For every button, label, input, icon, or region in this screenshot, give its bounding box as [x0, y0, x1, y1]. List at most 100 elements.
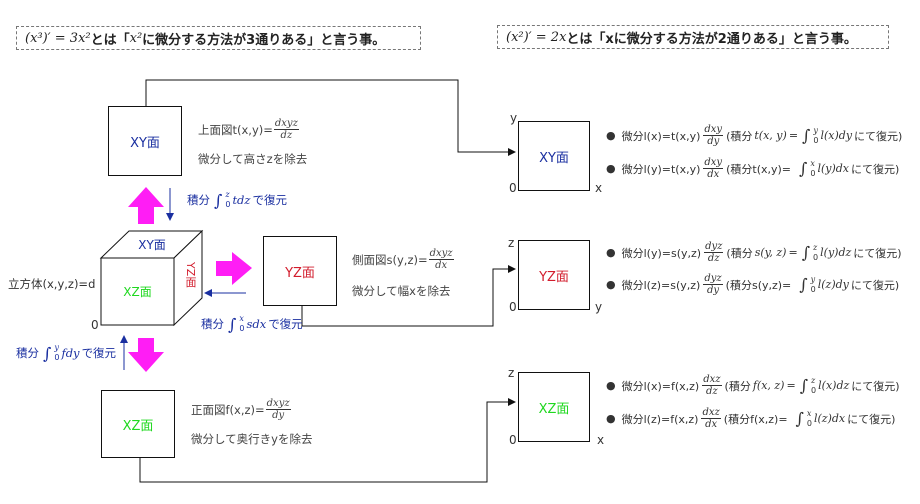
xy-remove: 微分して高さzを除去: [198, 152, 308, 166]
eq-den: dy: [706, 285, 720, 296]
eq-upper: x: [810, 158, 815, 168]
xz-integral-prefix: 積分: [16, 346, 39, 360]
cube-origin: 0: [91, 318, 99, 332]
eq-upper: z: [811, 375, 816, 385]
eq-diff: 微分l(y)=s(y,z): [621, 246, 702, 260]
header-left-math: (x³)′ = 3x²: [25, 30, 91, 46]
yz-integral-upper: x: [239, 314, 244, 323]
right-xz-axis-h: x: [597, 433, 605, 447]
right-yz-axis-v: z: [508, 236, 515, 250]
eq-eq: =: [788, 246, 798, 259]
cube-front-label: XZ面: [123, 284, 152, 299]
xz-desc-num: dxyz: [265, 398, 291, 410]
eq-diff: 微分l(y)=t(x,y): [621, 162, 701, 176]
eq-int-prefix: (積分t(x,y)=: [726, 162, 792, 176]
integral-sign-icon: ∫: [799, 159, 808, 178]
xy-desc-num: dxyz: [273, 118, 299, 130]
xy-desc-den: dz: [280, 130, 293, 141]
eq-integrand: l(z)dx: [813, 412, 846, 425]
eq-diff: 微分l(z)=s(y,z): [621, 278, 701, 292]
xz-remove: 微分して奥行きyを除去: [191, 432, 313, 446]
bullet-icon: ●: [606, 379, 616, 392]
eq-int-prefix: (積分: [724, 379, 751, 393]
header-right: (x²)′ = 2x とは「xに微分する方法が2通りある」と言う事。: [497, 25, 889, 49]
xy-integral-prefix: 積分: [187, 193, 210, 207]
xz-integral-body: fdy: [61, 346, 80, 360]
eq-den: dy: [707, 136, 720, 147]
eq-diff: 微分l(z)=f(x,z): [621, 412, 699, 426]
bullet-icon: ●: [606, 412, 616, 425]
eq-diff: 微分l(x)=t(x,y): [621, 129, 701, 143]
eq-suffix: にて復元): [850, 278, 900, 292]
right-xy-label: XY面: [539, 150, 569, 166]
connector-xy: [145, 79, 516, 156]
header-right-text: とは「xに微分する方法が2通りある」と言う事。: [566, 31, 857, 47]
xz-face-label: XZ面: [122, 418, 154, 434]
bullet-icon: ●: [606, 162, 616, 175]
integral-sign-icon: ∫: [214, 190, 223, 210]
right-xy-axis-v: y: [510, 111, 518, 125]
header-left-text-a: とは「: [90, 32, 130, 48]
eq-lower: 0: [810, 168, 816, 178]
eq-num: dyz: [703, 273, 723, 285]
eq-den: dx: [707, 169, 720, 180]
eq-integrand: l(y)dz: [820, 246, 852, 259]
eq-lower: 0: [813, 252, 819, 262]
integral-sign-icon: ∫: [43, 343, 52, 363]
xz-integral-lower: 0: [54, 353, 60, 362]
eq-lower: 0: [811, 385, 817, 395]
header-left-math2: x²: [129, 30, 143, 46]
xy-integral-suffix: で復元: [252, 193, 287, 207]
eq-num: dxy: [703, 124, 724, 136]
eq-integrand: l(x)dz: [818, 379, 850, 392]
header-left: (x³)′ = 3x² とは「 x² に微分する方法が3通りある」と言う事。: [16, 26, 421, 50]
xz-integral-suffix: で復元: [81, 346, 117, 360]
integral-sign-icon: ∫: [802, 126, 811, 145]
yz-integral-prefix: 積分: [201, 317, 224, 331]
integral-sign-icon: ∫: [228, 314, 237, 334]
eq-diff: 微分l(x)=f(x,z): [621, 379, 700, 393]
eq-num: dyz: [704, 241, 724, 253]
yz-face-label: YZ面: [285, 265, 315, 281]
eq-upper: z: [813, 242, 818, 252]
integral-sign-icon: ∫: [801, 243, 811, 262]
integral-sign-icon: ∫: [795, 409, 804, 428]
cube-drawing: [99, 229, 204, 327]
eq-suffix: にて復元): [847, 412, 896, 426]
eq-num: dxz: [702, 374, 722, 386]
xy-face-box: XY面: [108, 106, 182, 176]
right-xz-axis-v: z: [508, 366, 515, 380]
cube-volume-label: 立方体(x,y,z)=d: [8, 277, 96, 291]
eq-den: dz: [706, 386, 718, 397]
cube-top-label: XY面: [138, 237, 166, 252]
eq-lower: 0: [813, 135, 819, 145]
bullet-icon: ●: [606, 278, 616, 291]
connector-xz: [139, 398, 516, 483]
eq-func: t(x, y): [754, 129, 787, 142]
eq-func: s(y, z): [754, 246, 787, 259]
yz-integral-body: sdx: [246, 317, 267, 331]
eq-suffix: にて復元): [851, 379, 900, 393]
eq-suffix: にて復元): [853, 246, 902, 260]
bullet-icon: ●: [606, 129, 616, 142]
yz-remove: 微分して幅xを除去: [352, 284, 451, 298]
eq-int-prefix: (積分s(y,z)=: [725, 278, 792, 292]
